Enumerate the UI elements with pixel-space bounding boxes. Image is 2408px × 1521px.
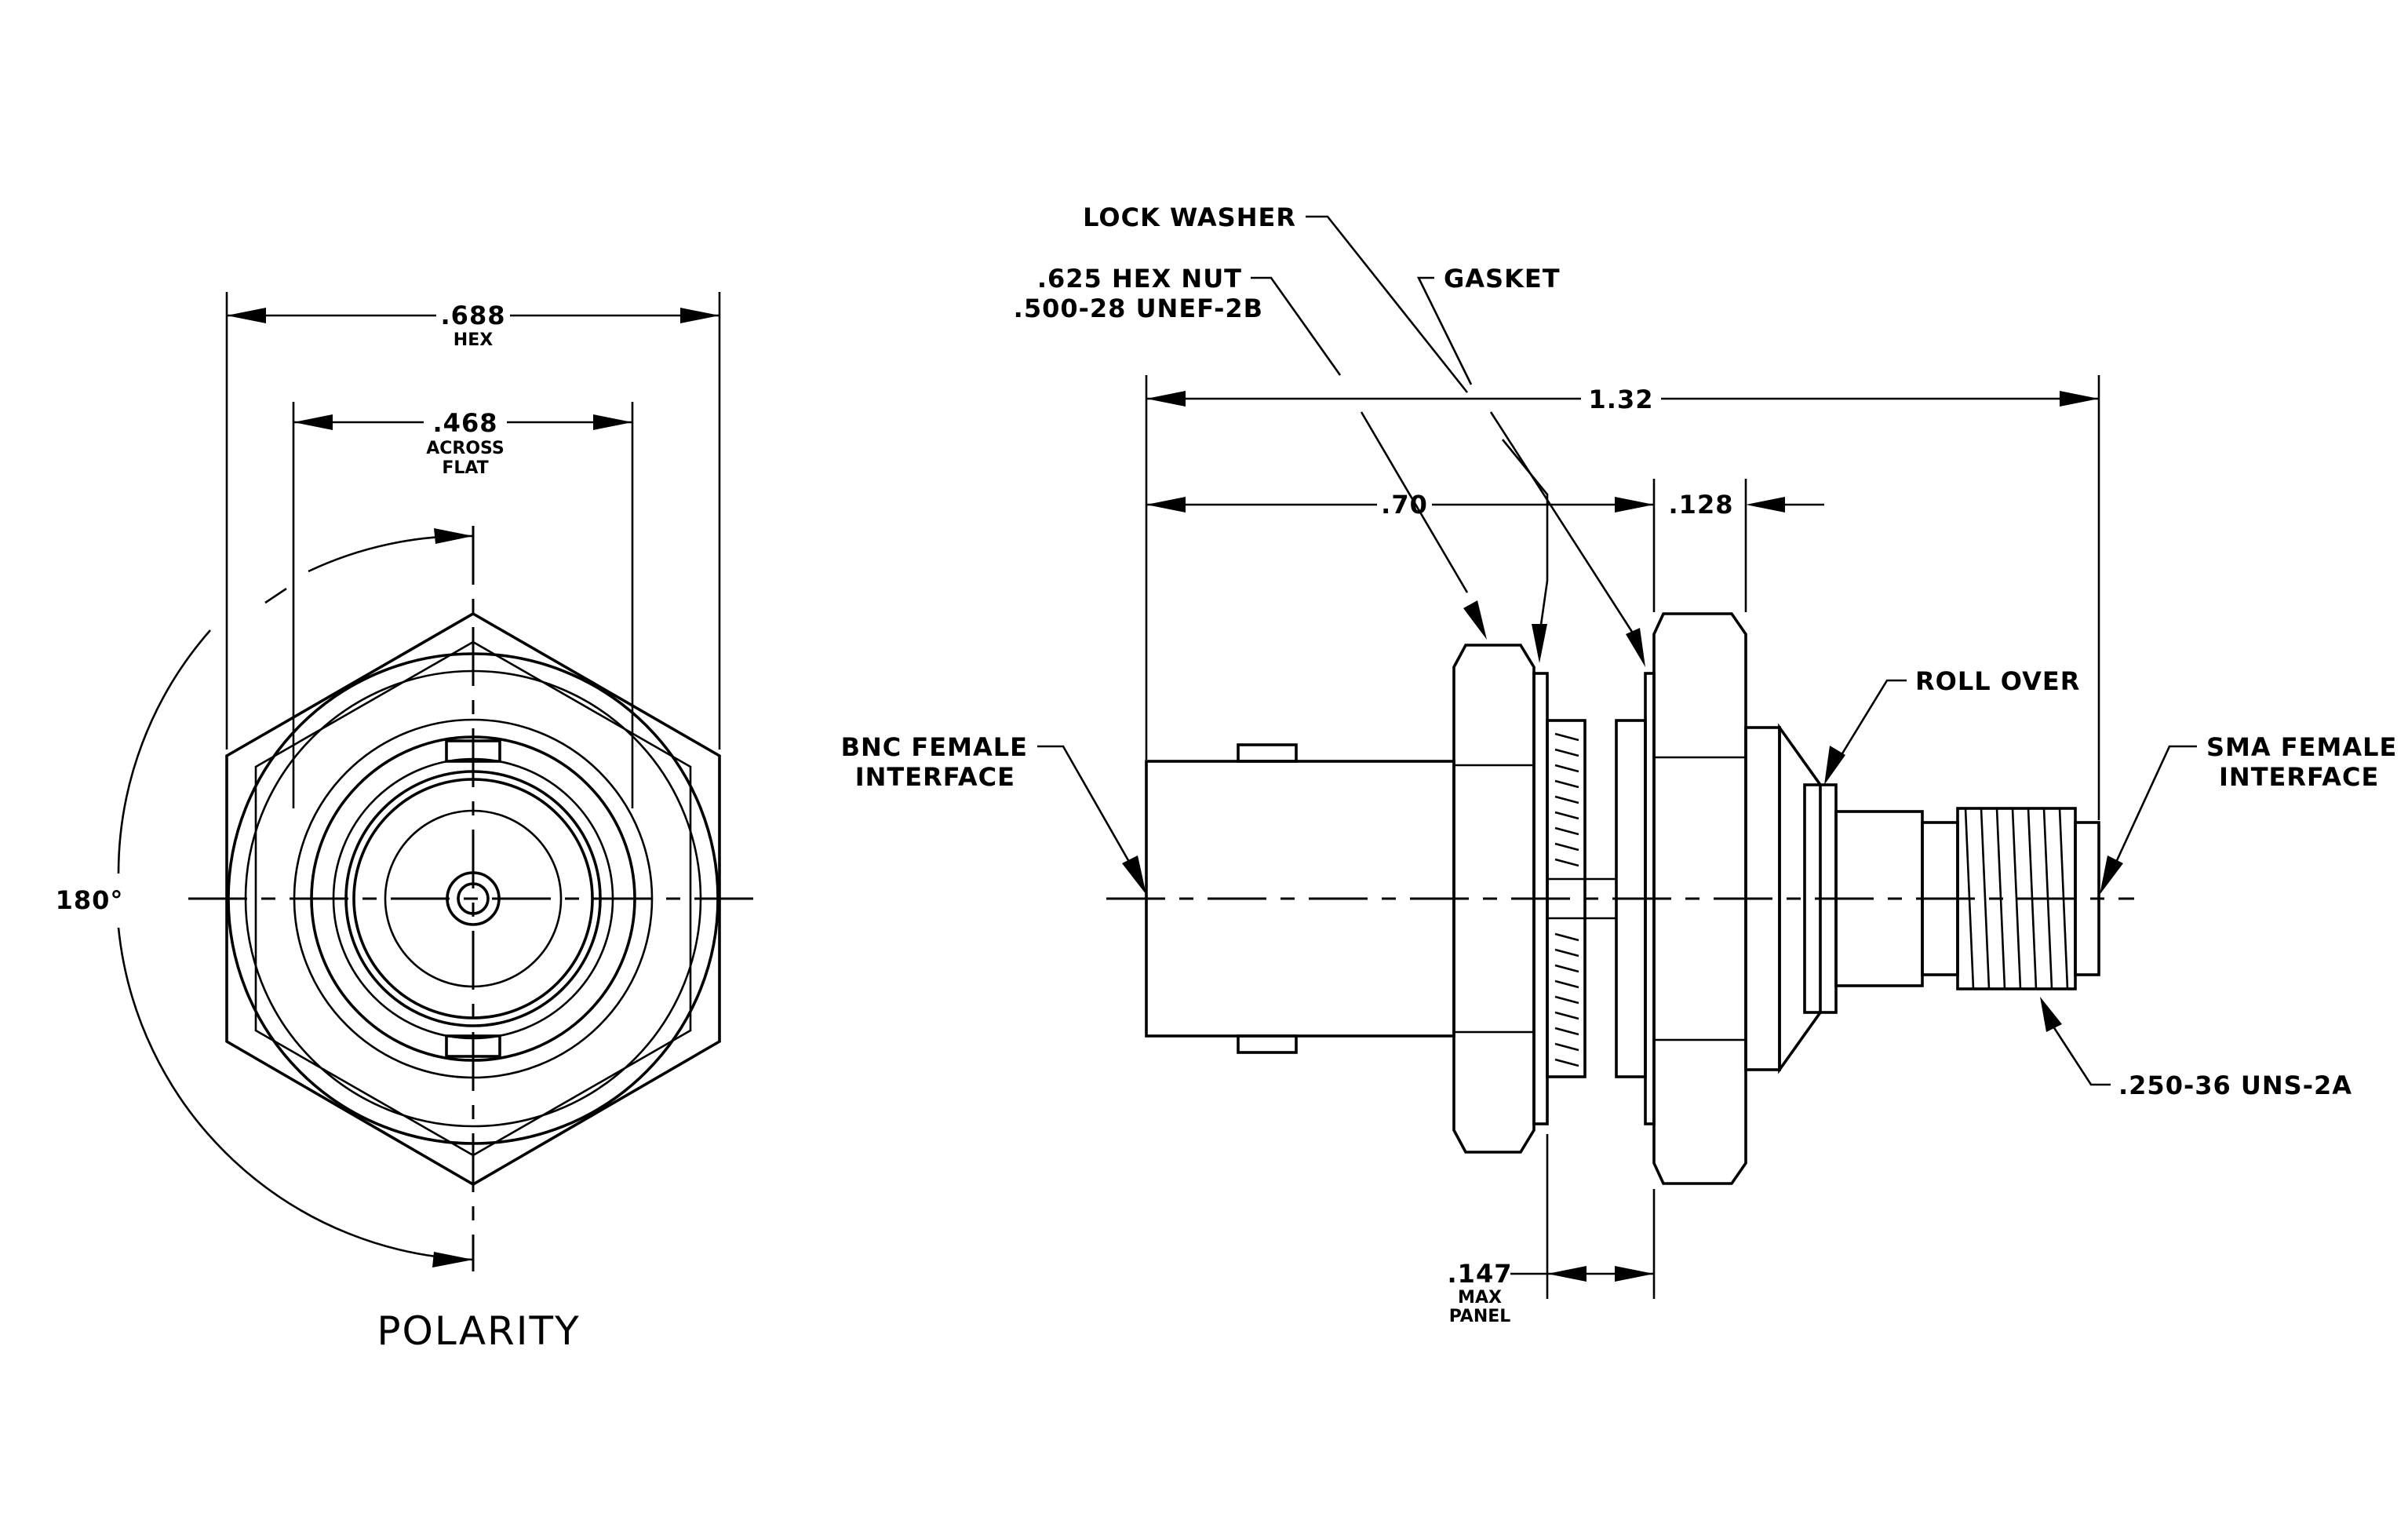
panel-note-1: MAX [1458,1288,1502,1308]
across-flat-value: .468 [433,408,498,438]
polarity-angle: 180° [56,885,124,915]
hex-nut-label-line1: .625 HEX NUT [1037,264,1242,294]
across-flat-note-1: ACROSS [426,439,505,458]
side-view: 1.32 .70 .128 .147 MAX PANEL LOCK WASHER… [841,202,2397,1326]
front-hex-nut [1452,644,1536,1154]
roll-over-label: ROLL OVER [1915,666,2080,696]
hex-dimension-note: HEX [454,330,493,350]
bnc-bayonet-stud-top [1237,743,1298,763]
gasket-label: GASKET [1444,264,1561,294]
front-length-value: .70 [1381,490,1428,520]
panel-note-2: PANEL [1449,1307,1511,1326]
bnc-label-line2: INTERFACE [855,762,1015,792]
lock-washer-label: LOCK WASHER [1083,202,1296,232]
hex-dimension-value: .688 [441,301,506,330]
polarity-arc-upper [117,629,211,874]
thread-marks-upper [1554,732,1579,867]
hex-nut-label-line2: .500-28 UNEF-2B [1014,294,1263,323]
polarity-label: POLARITY [377,1308,580,1354]
end-view: .688 HEX .468 ACROSS FLAT 180° POLARITY [56,292,758,1354]
polarity-arc-top [308,534,474,573]
bnc-label-line1: BNC FEMALE [841,732,1028,762]
bnc-bayonet-stud-bottom [1237,1034,1298,1054]
panel-value: .147 [1448,1259,1513,1289]
sma-label-line1: SMA FEMALE [2206,732,2397,762]
thread-marks-lower [1554,932,1579,1067]
thread-label: .250-36 UNS-2A [2118,1071,2352,1100]
overall-length-value: 1.32 [1589,385,1654,414]
polarity-arc-lower [117,927,474,1261]
sma-label-line2: INTERFACE [2219,762,2379,792]
flange-value: .128 [1669,490,1734,520]
across-flat-note-2: FLAT [442,458,488,478]
flange-hex [1652,612,1747,1185]
